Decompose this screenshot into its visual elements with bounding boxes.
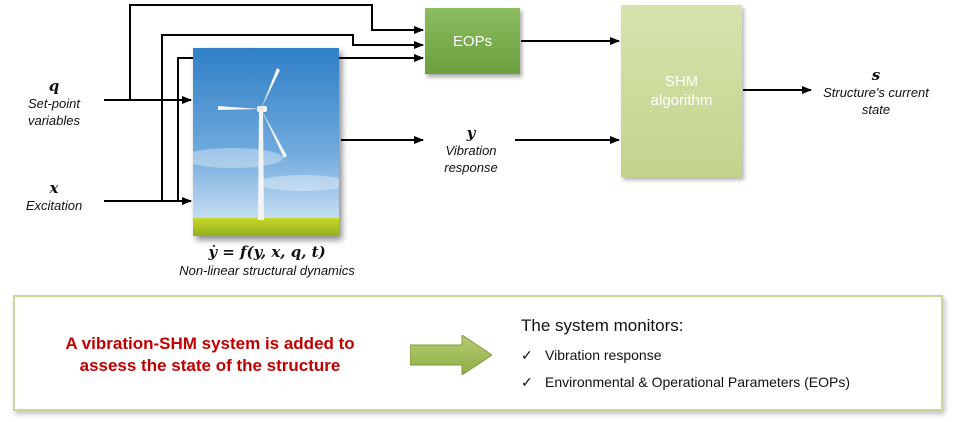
x-description: Excitation bbox=[25, 198, 83, 213]
monitor-item: ✓ Environmental & Operational Parameters … bbox=[521, 374, 850, 391]
right-arrow-icon bbox=[410, 335, 492, 375]
q-description-line-2: variables bbox=[27, 113, 81, 128]
monitor-title: The system monitors: bbox=[521, 316, 684, 335]
plant-label: ẏ = f(y, x, q, t) Non-linear structural … bbox=[168, 243, 366, 279]
x-to-eops-arrow bbox=[161, 34, 424, 201]
eops-box: EOPs bbox=[425, 8, 520, 74]
summary-panel: A vibration-SHM system is added to asses… bbox=[13, 295, 943, 411]
notice-text: A vibration-SHM system is added to asses… bbox=[45, 333, 375, 377]
dynamics-caption: Non-linear structural dynamics bbox=[179, 263, 355, 278]
q-input-label: q Set-point variables bbox=[10, 77, 98, 129]
input-to-eops-arrow bbox=[177, 54, 424, 201]
output-label: s Structure's current state bbox=[806, 66, 946, 118]
dynamics-equation: ẏ = f(y, x, q, t) bbox=[208, 243, 326, 261]
q-to-eops-arrow bbox=[129, 4, 424, 100]
response-label: y Vibration response bbox=[425, 124, 517, 176]
x-input-label: x Excitation bbox=[10, 179, 98, 214]
monitor-item-label: Vibration response bbox=[545, 347, 662, 363]
q-symbol: q bbox=[48, 77, 60, 95]
wind-turbine-photo bbox=[193, 48, 339, 236]
monitor-item-label: Environmental & Operational Parameters (… bbox=[545, 374, 851, 390]
s-symbol: s bbox=[871, 66, 881, 84]
shm-label-line-2: algorithm bbox=[650, 92, 713, 109]
monitor-item: ✓ Vibration response bbox=[521, 347, 661, 364]
output-description-line-1: Structure's current bbox=[823, 85, 929, 100]
response-description-line-2: response bbox=[444, 160, 498, 175]
q-description-line-1: Set-point bbox=[27, 96, 81, 111]
checkmark-icon: ✓ bbox=[521, 347, 533, 363]
notice-line-2: assess the state of the structure bbox=[79, 356, 341, 375]
shm-label-line-1: SHM bbox=[664, 73, 699, 90]
x-symbol: x bbox=[49, 179, 59, 197]
output-description-line-2: state bbox=[861, 102, 891, 117]
shm-algorithm-box: SHM algorithm bbox=[621, 5, 742, 177]
notice-line-1: A vibration-SHM system is added to bbox=[65, 334, 355, 353]
y-symbol: y bbox=[466, 124, 476, 142]
checkmark-icon: ✓ bbox=[521, 374, 533, 390]
eops-label: EOPs bbox=[452, 32, 493, 50]
response-description-line-1: Vibration bbox=[445, 143, 497, 158]
